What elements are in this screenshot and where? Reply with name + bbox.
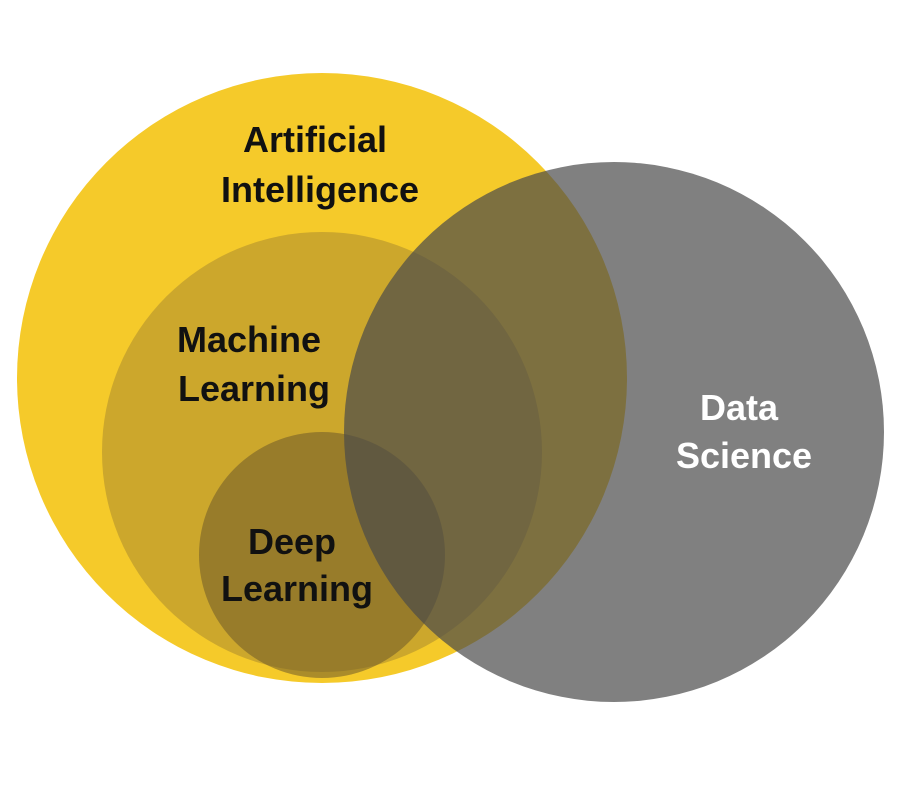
dl-label-line2: Learning: [221, 568, 373, 609]
ds-label-line1: Data: [700, 387, 779, 428]
ml-label: Machine Learning: [177, 319, 331, 409]
ml-label-line1: Machine: [177, 319, 321, 360]
ai-label-line2: Intelligence: [221, 169, 419, 210]
ai-label: Artificial Intelligence: [221, 119, 419, 210]
ds-label: Data Science: [676, 387, 812, 476]
dl-label: Deep Learning: [221, 521, 373, 609]
ds-label-line2: Science: [676, 435, 812, 476]
ml-label-line2: Learning: [178, 368, 330, 409]
dl-label-line1: Deep: [248, 521, 336, 562]
ds-circle: [344, 162, 884, 702]
ai-label-line1: Artificial: [243, 119, 387, 160]
